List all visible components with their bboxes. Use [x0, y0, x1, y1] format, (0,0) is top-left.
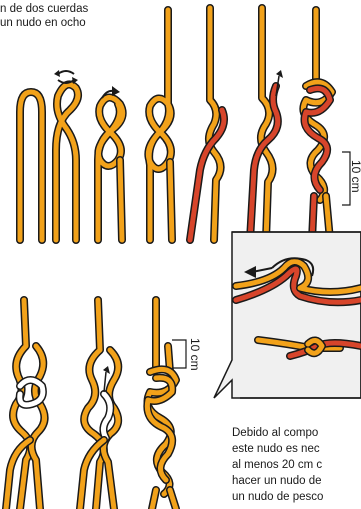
knot-step-2 — [56, 84, 78, 240]
knot-step-7 — [303, 10, 332, 240]
measure-bracket-top: 10 cm — [342, 152, 361, 205]
measure-bracket-bottom: 10 cm — [172, 338, 202, 371]
knot-step-4 — [148, 10, 172, 240]
knot-step-3 — [98, 97, 123, 240]
body-line-3: al menos 20 cm c — [232, 458, 322, 472]
body-line-1: Debido al compo — [232, 426, 318, 440]
knot-step-b — [80, 300, 118, 509]
body-line-2: este nudo es nec — [232, 442, 320, 456]
knot-step-1 — [20, 92, 42, 240]
knot-step-a — [6, 300, 45, 509]
measure-top-label: 10 cm — [349, 160, 361, 193]
body-line-5: un nudo de pesco — [232, 490, 323, 504]
knot-step-6 — [250, 8, 278, 240]
measure-bottom-label: 10 cm — [188, 338, 202, 371]
inset-panel — [214, 232, 361, 398]
knot-step-5 — [190, 8, 224, 240]
body-line-4: hacer un nudo de — [232, 474, 322, 488]
knot-step-c — [147, 300, 176, 509]
